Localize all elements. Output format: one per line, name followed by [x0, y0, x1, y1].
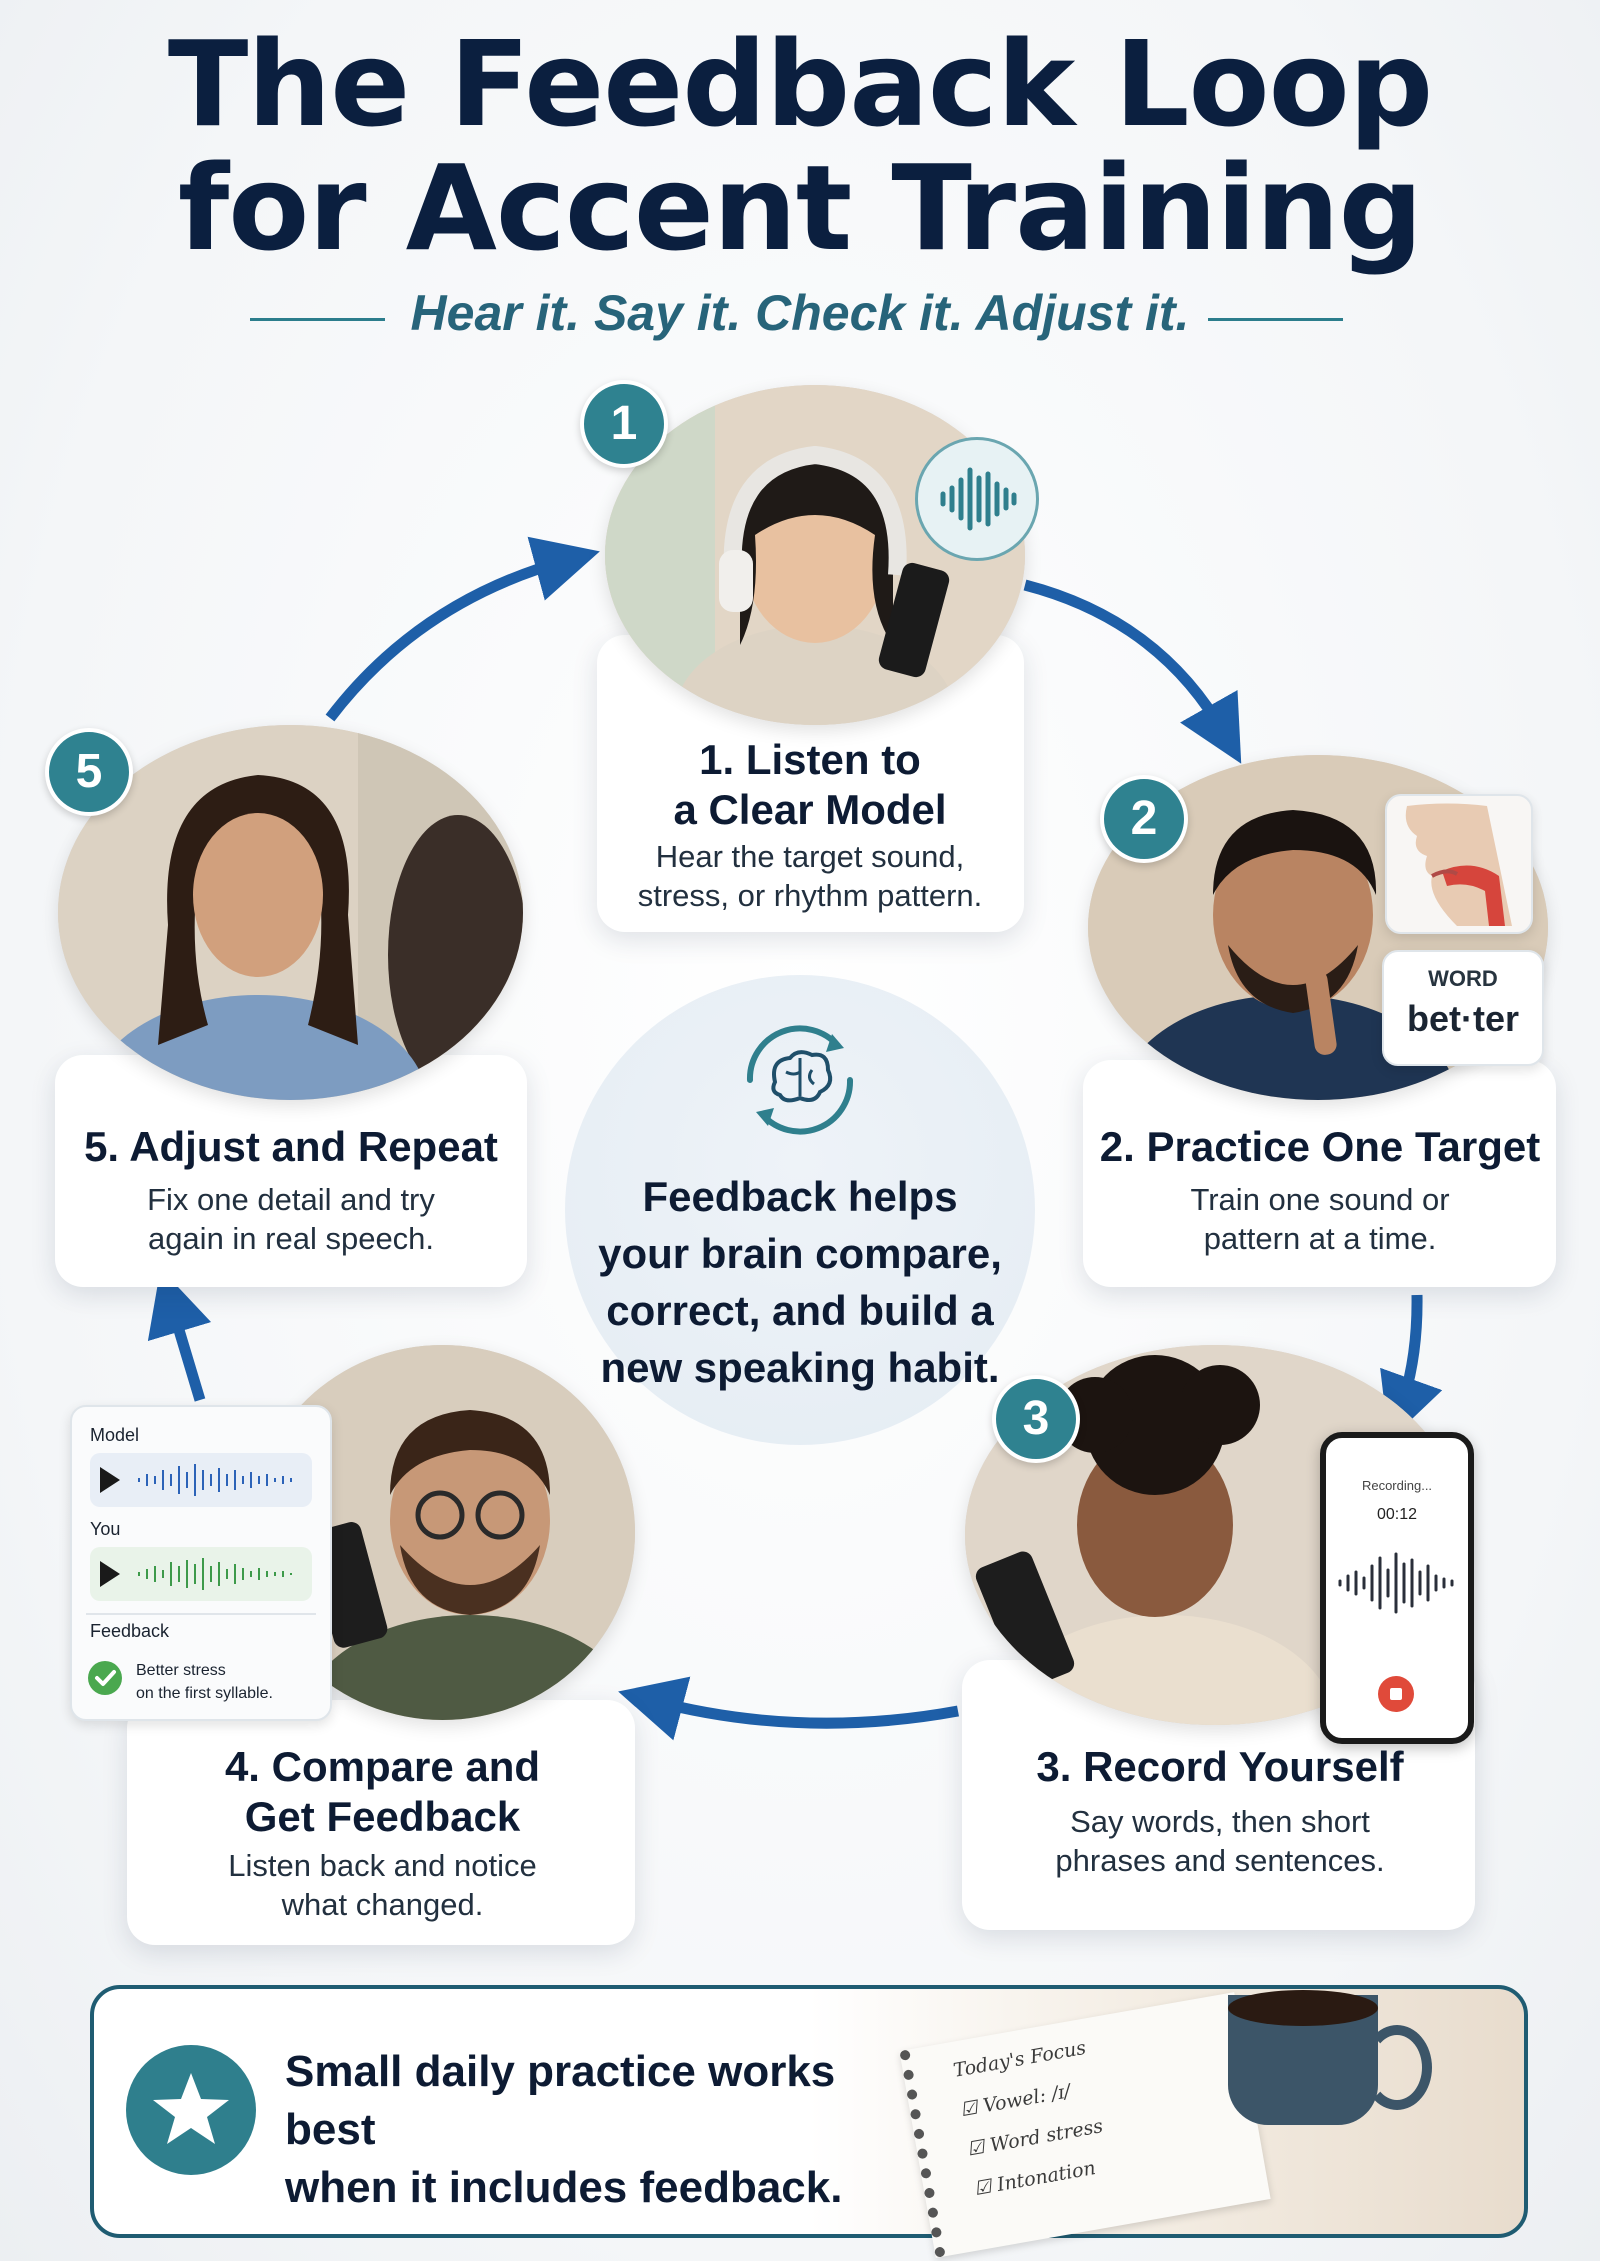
step-4-title: 4. Compare and Get Feedback: [130, 1742, 635, 1842]
step-1-title-line-1: 1. Listen to: [699, 736, 921, 783]
model-play-button[interactable]: [100, 1467, 120, 1493]
subtitle: Hear it. Say it. Check it. Adjust it.: [410, 285, 1190, 341]
notebook-item-3: ☑ Intonation: [972, 2157, 1098, 2201]
step-4-desc-line-1: Listen back and notice: [228, 1848, 537, 1883]
notebook-item-2: ☑ Word stress: [965, 2115, 1105, 2161]
notebook-page: Today's Focus ☑ Vowel: /ɪ/ ☑ Word stress…: [899, 1992, 1271, 2258]
check-icon: [88, 1661, 122, 1695]
notebook-item-2-text: Word stress: [988, 2115, 1105, 2157]
step-4-card: [127, 1700, 635, 1945]
coffee-mug-handle: [1362, 2025, 1432, 2110]
step-2-desc-line-2: pattern at a time.: [1203, 1221, 1437, 1256]
feedback-line-1: Better stress: [136, 1662, 226, 1679]
step-3-title: 3. Record Yourself: [1036, 1743, 1404, 1790]
compare-divider: [86, 1613, 316, 1615]
step-3-desc-line-2: phrases and sentences.: [1055, 1843, 1385, 1878]
step-2-description: Train one sound or pattern at a time.: [1085, 1180, 1555, 1258]
step-1-desc-line-2: stress, or rhythm pattern.: [637, 878, 983, 913]
recording-waveform-icon: [1338, 1552, 1454, 1614]
word-value: bet·ter: [1406, 998, 1519, 1039]
notebook-item-1-text: Vowel: /ɪ/: [981, 2080, 1073, 2118]
step-1-title: 1. Listen to a Clear Model: [600, 735, 1020, 835]
step-5-desc-line-2: again in real speech.: [147, 1221, 435, 1256]
star-icon: [126, 2045, 256, 2175]
notebook-heading: Today's Focus: [951, 2036, 1088, 2082]
banner-message: Small daily practice works best when it …: [285, 2043, 925, 2217]
word-card: WORD bet·ter: [1382, 950, 1544, 1066]
sound-wave-icon: [915, 437, 1039, 561]
step-1-description: Hear the target sound, stress, or rhythm…: [600, 837, 1020, 915]
recording-status: Recording...: [1361, 1478, 1433, 1493]
subtitle-row: Hear it. Say it. Check it. Adjust it.: [0, 284, 1600, 354]
step-5-description: Fix one detail and try again in real spe…: [58, 1180, 524, 1258]
brain-cycle-icon: [746, 1025, 854, 1135]
step-1-desc-line-1: Hear the target sound,: [655, 839, 965, 874]
banner-line-2: when it includes feedback.: [285, 2163, 843, 2212]
arrow-5-to-1: [325, 536, 600, 722]
step-4-desc-line-2: what changed.: [281, 1887, 484, 1922]
stop-record-button[interactable]: [1378, 1676, 1414, 1712]
title-line-1: The Feedback Loop: [167, 15, 1433, 153]
step-3-description: Say words, then short phrases and senten…: [965, 1802, 1475, 1880]
step-5-badge: 5: [45, 728, 133, 816]
step-4-title-line-2: Get Feedback: [244, 1793, 521, 1840]
center-message: Feedback helps your brain compare, corre…: [580, 1168, 1020, 1396]
subtitle-right-rule: [1208, 318, 1343, 321]
center-line-3: correct, and build a: [606, 1287, 994, 1334]
model-waveform-icon: [138, 1464, 292, 1496]
stop-icon: [1390, 1688, 1402, 1700]
center-line-4: new speaking habit.: [600, 1344, 1000, 1391]
step-1-badge: 1: [580, 380, 668, 468]
you-label: You: [90, 1519, 121, 1539]
step-3-desc-line-1: Say words, then short: [1070, 1804, 1370, 1839]
model-label: Model: [90, 1425, 140, 1445]
you-audio-row: [90, 1547, 312, 1601]
banner-line-1: Small daily practice works best: [285, 2047, 836, 2154]
notebook-item-1: ☑ Vowel: /ɪ/: [958, 2080, 1073, 2122]
mouth-diagram-panel: [1385, 794, 1533, 934]
notebook: Today's Focus ☑ Vowel: /ɪ/ ☑ Word stress…: [899, 1992, 1271, 2258]
title-line-2: for Accent Training: [177, 139, 1423, 277]
feedback-line-2: on the first syllable.: [136, 1685, 273, 1702]
feedback-text: Better stress on the first syllable.: [136, 1659, 316, 1705]
arrow-1-to-2: [1023, 579, 1242, 764]
arrow-4-to-5: [147, 1268, 212, 1402]
subtitle-left-rule: [250, 318, 385, 321]
recording-time: 00:12: [1376, 1506, 1418, 1523]
center-line-2: your brain compare,: [598, 1230, 1002, 1277]
you-play-button[interactable]: [100, 1561, 120, 1587]
step-3-badge: 3: [992, 1375, 1080, 1463]
you-waveform-icon: [138, 1558, 292, 1590]
recording-phone: Recording... 00:12: [1320, 1432, 1474, 1744]
mouth-diagram-icon: [1405, 803, 1512, 926]
step-2-title: 2. Practice One Target: [1099, 1123, 1541, 1170]
center-line-1: Feedback helps: [642, 1173, 958, 1220]
arrow-2-to-3: [1380, 1294, 1443, 1442]
notebook-item-3-text: Intonation: [995, 2157, 1098, 2196]
step-1-title-line-2: a Clear Model: [673, 786, 947, 833]
step-5-desc-line-1: Fix one detail and try: [147, 1182, 435, 1217]
feedback-label: Feedback: [90, 1621, 170, 1641]
compare-panel: Model You: [70, 1405, 332, 1721]
arrow-3-to-4: [618, 1676, 959, 1741]
page-title: The Feedback Loop for Accent Training: [0, 22, 1600, 270]
word-label: WORD: [1428, 966, 1498, 991]
step-4-description: Listen back and notice what changed.: [130, 1846, 635, 1924]
step-2-badge: 2: [1100, 775, 1188, 863]
coffee-surface: [1228, 1990, 1378, 2026]
step-4-title-line-1: 4. Compare and: [224, 1743, 541, 1790]
model-audio-row: [90, 1453, 312, 1507]
step-2-desc-line-1: Train one sound or: [1190, 1182, 1450, 1217]
step-5-title: 5. Adjust and Repeat: [84, 1123, 498, 1170]
